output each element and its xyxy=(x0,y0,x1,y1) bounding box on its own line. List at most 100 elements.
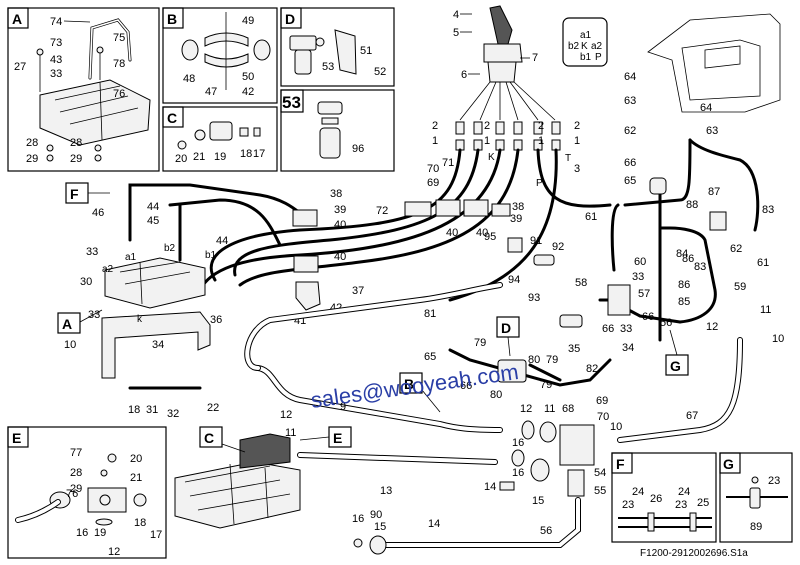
svg-text:12: 12 xyxy=(280,409,292,421)
svg-text:93: 93 xyxy=(528,292,540,304)
svg-text:79: 79 xyxy=(474,337,486,349)
svg-text:69: 69 xyxy=(427,177,439,189)
svg-text:12: 12 xyxy=(520,403,532,415)
drawing-number: F1200-2912002696.S1a xyxy=(640,548,748,559)
svg-text:67: 67 xyxy=(686,410,698,422)
svg-text:E: E xyxy=(12,430,21,446)
svg-text:71: 71 xyxy=(442,157,454,169)
svg-text:29: 29 xyxy=(70,153,82,165)
svg-text:34: 34 xyxy=(622,342,634,354)
inset-a: A 74 75 73 43 33 27 78 76 28 29 28 29 xyxy=(7,7,160,172)
svg-text:16: 16 xyxy=(76,527,88,539)
svg-text:44: 44 xyxy=(147,201,159,213)
svg-text:51: 51 xyxy=(360,45,372,57)
svg-text:56: 56 xyxy=(540,525,552,537)
svg-text:34: 34 xyxy=(152,339,164,351)
svg-text:69: 69 xyxy=(596,395,608,407)
svg-text:4: 4 xyxy=(453,9,459,21)
svg-text:40: 40 xyxy=(334,251,346,263)
svg-text:K: K xyxy=(488,152,495,163)
svg-text:50: 50 xyxy=(242,71,254,83)
svg-text:44: 44 xyxy=(216,235,228,247)
svg-text:64: 64 xyxy=(700,102,712,114)
svg-text:12: 12 xyxy=(706,321,718,333)
svg-text:36: 36 xyxy=(210,314,222,326)
svg-text:15: 15 xyxy=(532,495,544,507)
svg-text:11: 11 xyxy=(760,304,771,316)
svg-text:79: 79 xyxy=(546,354,558,366)
svg-text:24: 24 xyxy=(678,486,690,498)
joystick-assembly: 4 5 6 7 xyxy=(453,5,556,121)
lower-center-fittings: 12 11 16 16 14 15 xyxy=(484,403,557,507)
svg-text:E: E xyxy=(333,430,342,446)
svg-text:C: C xyxy=(204,430,214,446)
svg-text:83: 83 xyxy=(694,261,706,273)
svg-text:a1: a1 xyxy=(580,30,592,41)
svg-text:48: 48 xyxy=(183,73,195,85)
svg-text:40: 40 xyxy=(476,227,488,239)
svg-text:13: 13 xyxy=(380,485,392,497)
svg-text:12: 12 xyxy=(108,546,120,558)
lower-left-coupling: 16 90 15 14 xyxy=(352,509,440,555)
main-callouts: F A B D C E G xyxy=(57,182,689,453)
svg-text:19: 19 xyxy=(94,527,106,539)
svg-text:28: 28 xyxy=(70,467,82,479)
svg-text:F: F xyxy=(616,456,625,472)
joystick-pattern-key: a1 b2 K a2 b1 P xyxy=(562,17,608,67)
svg-text:14: 14 xyxy=(428,518,440,530)
svg-text:64: 64 xyxy=(624,71,636,83)
svg-text:16: 16 xyxy=(512,437,524,449)
svg-text:60: 60 xyxy=(634,256,646,268)
svg-text:68: 68 xyxy=(562,403,574,415)
svg-text:30: 30 xyxy=(80,276,92,288)
svg-text:T: T xyxy=(565,153,571,164)
svg-text:61: 61 xyxy=(757,257,769,269)
svg-text:76: 76 xyxy=(113,88,125,100)
svg-text:75: 75 xyxy=(113,32,125,44)
svg-text:65: 65 xyxy=(424,351,436,363)
svg-text:66: 66 xyxy=(602,323,614,335)
svg-text:47: 47 xyxy=(205,86,217,98)
svg-text:65: 65 xyxy=(624,175,636,187)
svg-text:16: 16 xyxy=(352,513,364,525)
main-hoses xyxy=(244,282,743,548)
svg-text:D: D xyxy=(285,11,295,27)
svg-text:37: 37 xyxy=(352,285,364,297)
svg-text:10: 10 xyxy=(64,339,76,351)
svg-text:2: 2 xyxy=(538,120,544,132)
svg-text:85: 85 xyxy=(678,296,690,308)
svg-text:87: 87 xyxy=(708,186,720,198)
svg-text:70: 70 xyxy=(427,163,439,175)
svg-text:27: 27 xyxy=(14,61,26,73)
svg-text:83: 83 xyxy=(762,204,774,216)
svg-text:14: 14 xyxy=(484,481,496,493)
svg-text:P: P xyxy=(595,52,602,63)
svg-text:22: 22 xyxy=(207,402,219,414)
svg-text:52: 52 xyxy=(374,66,386,78)
svg-text:80: 80 xyxy=(490,389,502,401)
joystick-fittings: 2 1 2 1 2 1 2 1 3 K T P 70 71 69 xyxy=(427,120,580,189)
svg-text:18: 18 xyxy=(128,404,140,416)
svg-text:80: 80 xyxy=(528,354,540,366)
svg-text:16: 16 xyxy=(512,467,524,479)
svg-text:A: A xyxy=(12,11,22,27)
svg-text:58: 58 xyxy=(575,277,587,289)
svg-text:11: 11 xyxy=(285,427,296,439)
svg-text:45: 45 xyxy=(147,215,159,227)
svg-text:1: 1 xyxy=(574,135,580,147)
svg-text:b1: b1 xyxy=(205,250,217,261)
svg-text:2: 2 xyxy=(484,120,490,132)
svg-text:76: 76 xyxy=(66,488,78,500)
svg-text:59: 59 xyxy=(734,281,746,293)
svg-text:k: k xyxy=(137,314,143,325)
svg-text:28: 28 xyxy=(70,137,82,149)
svg-text:18: 18 xyxy=(134,517,146,529)
svg-text:23: 23 xyxy=(622,499,634,511)
svg-text:A: A xyxy=(62,316,72,332)
middle-fittings: 95 91 92 94 93 81 35 65 79 66 80 80 79 7… xyxy=(424,231,598,401)
svg-text:F: F xyxy=(70,186,79,202)
svg-text:17: 17 xyxy=(253,148,265,160)
svg-text:92: 92 xyxy=(552,241,564,253)
svg-text:39: 39 xyxy=(510,213,522,225)
